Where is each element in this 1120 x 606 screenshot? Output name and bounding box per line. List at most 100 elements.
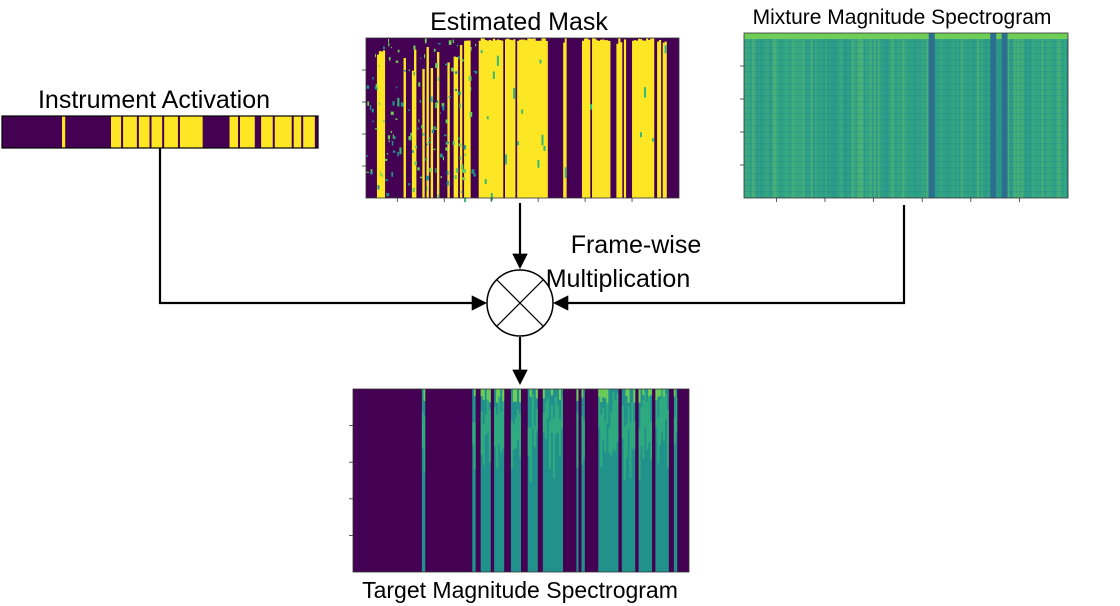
target-band-top <box>598 389 601 397</box>
mask-speckle <box>486 116 489 120</box>
mixture-column <box>958 39 961 198</box>
mask-noise <box>433 126 437 130</box>
mixture-column <box>974 39 978 198</box>
mask-noise <box>374 86 377 89</box>
mask-strip <box>380 51 384 198</box>
mask-noise <box>424 40 427 42</box>
mixture-column <box>972 39 976 198</box>
mixture-column <box>908 39 911 198</box>
mask-strip <box>529 38 532 198</box>
mask-strip <box>468 40 471 198</box>
mask-noise <box>370 169 373 172</box>
target-band-top <box>496 389 499 403</box>
target-band-highlight <box>496 414 499 469</box>
mixture-column <box>1023 39 1026 198</box>
mixture-harmonic-row <box>744 41 1068 43</box>
instrument-activation-title: Instrument Activation <box>38 86 270 114</box>
mixture-column <box>936 39 939 198</box>
mask-strip <box>594 38 597 198</box>
mixture-column <box>984 39 988 198</box>
target-band-highlight <box>661 390 664 433</box>
target-band-top <box>648 389 651 397</box>
mask-noise <box>392 101 395 106</box>
mixture-column <box>863 39 866 198</box>
mask-noise <box>447 141 450 144</box>
mixture-column <box>999 39 1002 198</box>
mask-strip <box>498 40 502 199</box>
activation-on-segment <box>62 116 66 148</box>
mask-noise <box>392 134 394 139</box>
mask-speckle <box>480 50 483 54</box>
target-band-highlight <box>510 420 513 469</box>
mask-noise <box>446 170 449 176</box>
mask-noise <box>381 174 383 177</box>
mask-noise <box>414 145 418 149</box>
mask-strip <box>482 38 486 199</box>
mask-strip <box>604 40 607 199</box>
target-band-top <box>606 389 609 403</box>
mixture-ticks <box>740 65 1020 202</box>
mixture-column <box>843 39 846 198</box>
target-band-highlight <box>600 414 603 468</box>
mixture-column <box>1045 39 1049 198</box>
mask-speckle <box>539 59 542 64</box>
mixture-harmonic-row <box>744 119 1068 121</box>
mask-strip <box>496 39 500 198</box>
target-band <box>510 389 521 572</box>
mask-noise <box>461 191 463 193</box>
mask-strip <box>539 40 542 199</box>
frame-wise-label-line2: Multiplication <box>546 265 691 293</box>
mixture-column <box>1061 39 1065 198</box>
mixture-column <box>1043 39 1047 198</box>
mixture-column <box>997 39 1000 198</box>
mixture-column <box>881 39 885 198</box>
mixture-column <box>1047 39 1051 198</box>
mask-noise <box>437 194 440 199</box>
mask-noise <box>436 100 439 103</box>
mixture-column <box>924 39 927 198</box>
target-spectrogram-image <box>349 388 690 573</box>
mixture-column <box>841 39 844 198</box>
mask-strip <box>500 40 504 198</box>
mask-noise <box>422 132 425 136</box>
mixture-column <box>901 39 905 198</box>
mixture-column <box>942 39 945 198</box>
mask-strip <box>618 38 621 198</box>
multiply-node <box>486 269 554 337</box>
mask-noise <box>426 143 428 146</box>
mixture-harmonic-row <box>744 125 1068 127</box>
mask-strip <box>459 45 463 198</box>
mixture-column <box>754 39 757 198</box>
mixture-harmonic-row <box>744 161 1068 163</box>
mixture-column <box>1011 39 1014 198</box>
target-band-top <box>518 389 521 403</box>
target-band-highlight <box>598 394 601 428</box>
target-band-highlight <box>631 402 634 449</box>
mask-noise <box>370 171 373 175</box>
target-band-highlight <box>480 411 483 456</box>
target-ticks <box>349 425 353 536</box>
mask-noise <box>448 96 452 98</box>
mixture-harmonic-row <box>744 137 1068 139</box>
target-band-highlight <box>602 407 605 440</box>
mask-noise <box>446 143 449 145</box>
mask-noise <box>458 143 462 147</box>
mixture-dark-stripe <box>1001 33 1008 198</box>
target-band-highlight <box>606 395 609 424</box>
mixture-column <box>760 39 763 198</box>
mixture-column <box>837 39 840 198</box>
mixture-column <box>800 39 804 198</box>
mask-strip <box>585 38 589 198</box>
mask-speckle <box>430 96 433 103</box>
target-band-top <box>550 389 553 396</box>
mask-noise <box>366 85 370 89</box>
mask-strip <box>525 40 528 198</box>
mask-noise <box>443 134 447 137</box>
mixture-harmonic-row <box>744 59 1068 61</box>
mixture-column <box>770 39 773 198</box>
mask-noise <box>451 67 454 72</box>
mixture-column <box>804 39 808 198</box>
mixture-column <box>839 39 842 198</box>
mask-strip <box>662 42 665 199</box>
